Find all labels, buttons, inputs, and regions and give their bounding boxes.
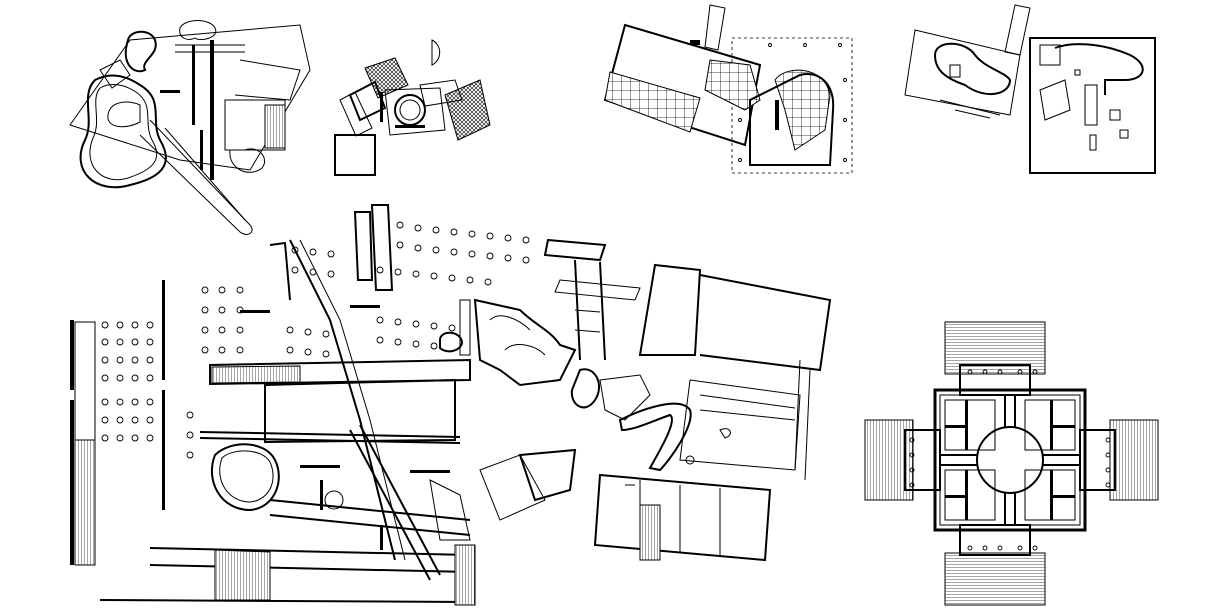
rotated-pavilion-plan [334, 39, 491, 176]
gridded-house-plan [603, 4, 853, 174]
column-grid-left [101, 321, 154, 442]
cruciform-rotunda-plan [864, 321, 1159, 606]
column-grid-upper [186, 221, 530, 459]
large-layered-site-plan [70, 204, 832, 606]
curvilinear-villa-plan [69, 20, 311, 235]
courtyard-house-plan [904, 4, 1156, 174]
